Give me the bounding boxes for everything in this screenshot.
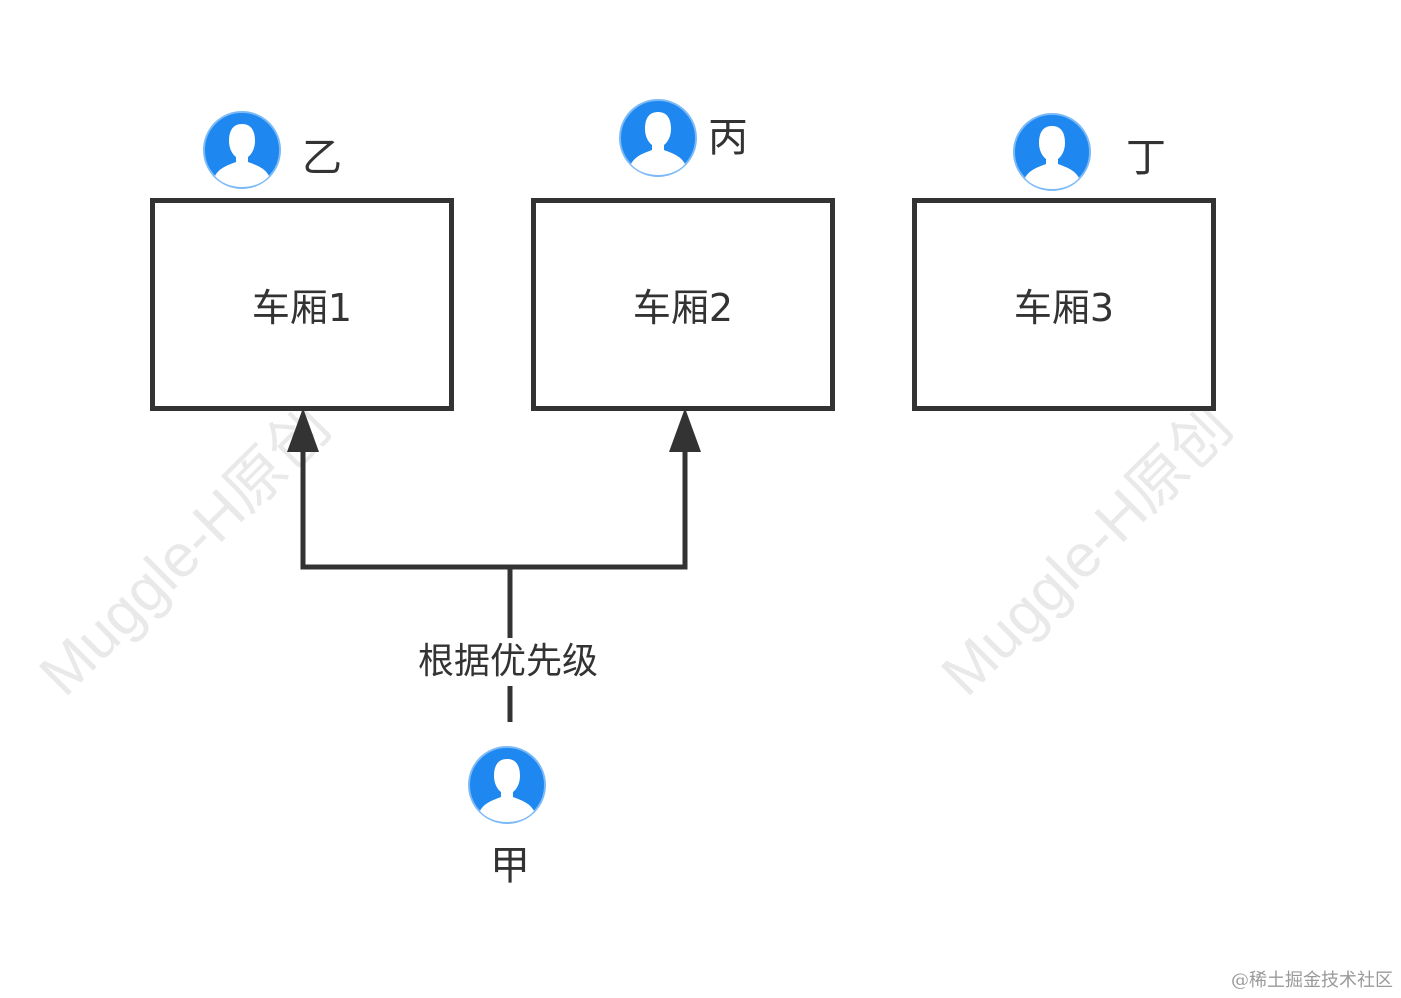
occupant-name-car3: 丁 xyxy=(1126,135,1166,181)
occupant-name-car2: 丙 xyxy=(708,115,748,161)
user-avatar-icon xyxy=(1013,113,1091,191)
passenger-name: 甲 xyxy=(490,843,530,889)
user-avatar-icon xyxy=(619,99,697,177)
user-avatar-icon xyxy=(468,746,546,824)
arrow-head-car1 xyxy=(287,408,319,452)
footer-credit: @稀土掘金技术社区 xyxy=(1231,970,1393,991)
arrow-head-car2 xyxy=(669,408,701,452)
connector-line-to-car2 xyxy=(510,448,688,570)
car-box-3: 车厢3 xyxy=(912,198,1216,411)
car-label-2: 车厢2 xyxy=(632,286,734,330)
car-box-2: 车厢2 xyxy=(531,198,835,411)
car-box-1: 车厢1 xyxy=(150,198,454,411)
priority-label: 根据优先级 xyxy=(400,638,616,686)
car-label-3: 车厢3 xyxy=(1013,286,1115,330)
occupant-name-car1: 乙 xyxy=(302,135,342,181)
car-label-1: 车厢1 xyxy=(251,286,353,330)
user-avatar-icon xyxy=(203,111,281,189)
